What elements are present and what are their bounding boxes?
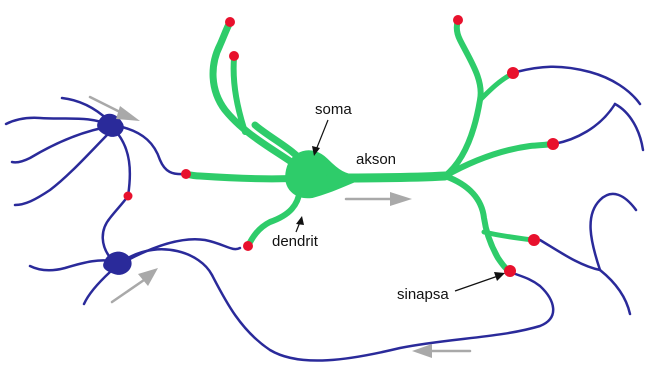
- soma-label: soma: [315, 102, 352, 117]
- axon-branch-lower: [445, 176, 508, 270]
- synapse-terminal: [507, 67, 519, 79]
- lower-left-neuron-fiber: [84, 272, 110, 304]
- upper-left-neuron-fiber: [6, 118, 112, 126]
- sinapsa-label: sinapsa: [397, 287, 449, 302]
- axon-branch-upper-right: [480, 74, 512, 100]
- signal-arrows: [90, 97, 470, 358]
- lower-left-neuron-fiber: [103, 196, 128, 260]
- right-neuron-fiber: [516, 67, 640, 104]
- synapse-terminal: [528, 234, 540, 246]
- dendrite-left: [186, 174, 300, 179]
- synapse-terminal: [225, 17, 235, 27]
- dendrit-label: dendrit: [272, 234, 318, 249]
- sinapsa-pointer: [455, 272, 505, 291]
- synapse-terminal: [547, 138, 559, 150]
- right-neuron-fiber: [554, 104, 615, 144]
- synapse-terminal: [504, 265, 516, 277]
- akson-label: akson: [356, 152, 396, 167]
- main-neuron: [186, 20, 552, 270]
- soma-pointer: [312, 120, 328, 156]
- right-neuron-fiber: [540, 240, 600, 270]
- synapse-terminal: [243, 241, 253, 251]
- lower-left-neuron-axon: [124, 239, 240, 262]
- synapse-terminal: [124, 192, 133, 201]
- signal-arrow-bottom: [412, 344, 470, 358]
- right-neuron-fiber: [600, 270, 630, 314]
- right-neuron-fiber: [591, 194, 636, 270]
- label-pointers: [296, 120, 505, 291]
- right-neuron-fiber: [615, 104, 643, 150]
- lower-loop-fiber: [128, 249, 553, 360]
- axon-branch-upper: [445, 20, 481, 176]
- upper-left-neuron-fiber: [118, 134, 130, 196]
- synapse-terminal: [453, 15, 463, 25]
- signal-arrow-axon: [346, 192, 412, 206]
- dendrit-pointer: [296, 216, 304, 232]
- synapses: [124, 15, 560, 277]
- upper-left-neuron-axon: [118, 126, 186, 174]
- synapse-terminal: [181, 169, 191, 179]
- synapse-terminal: [229, 51, 239, 61]
- axon: [330, 176, 445, 178]
